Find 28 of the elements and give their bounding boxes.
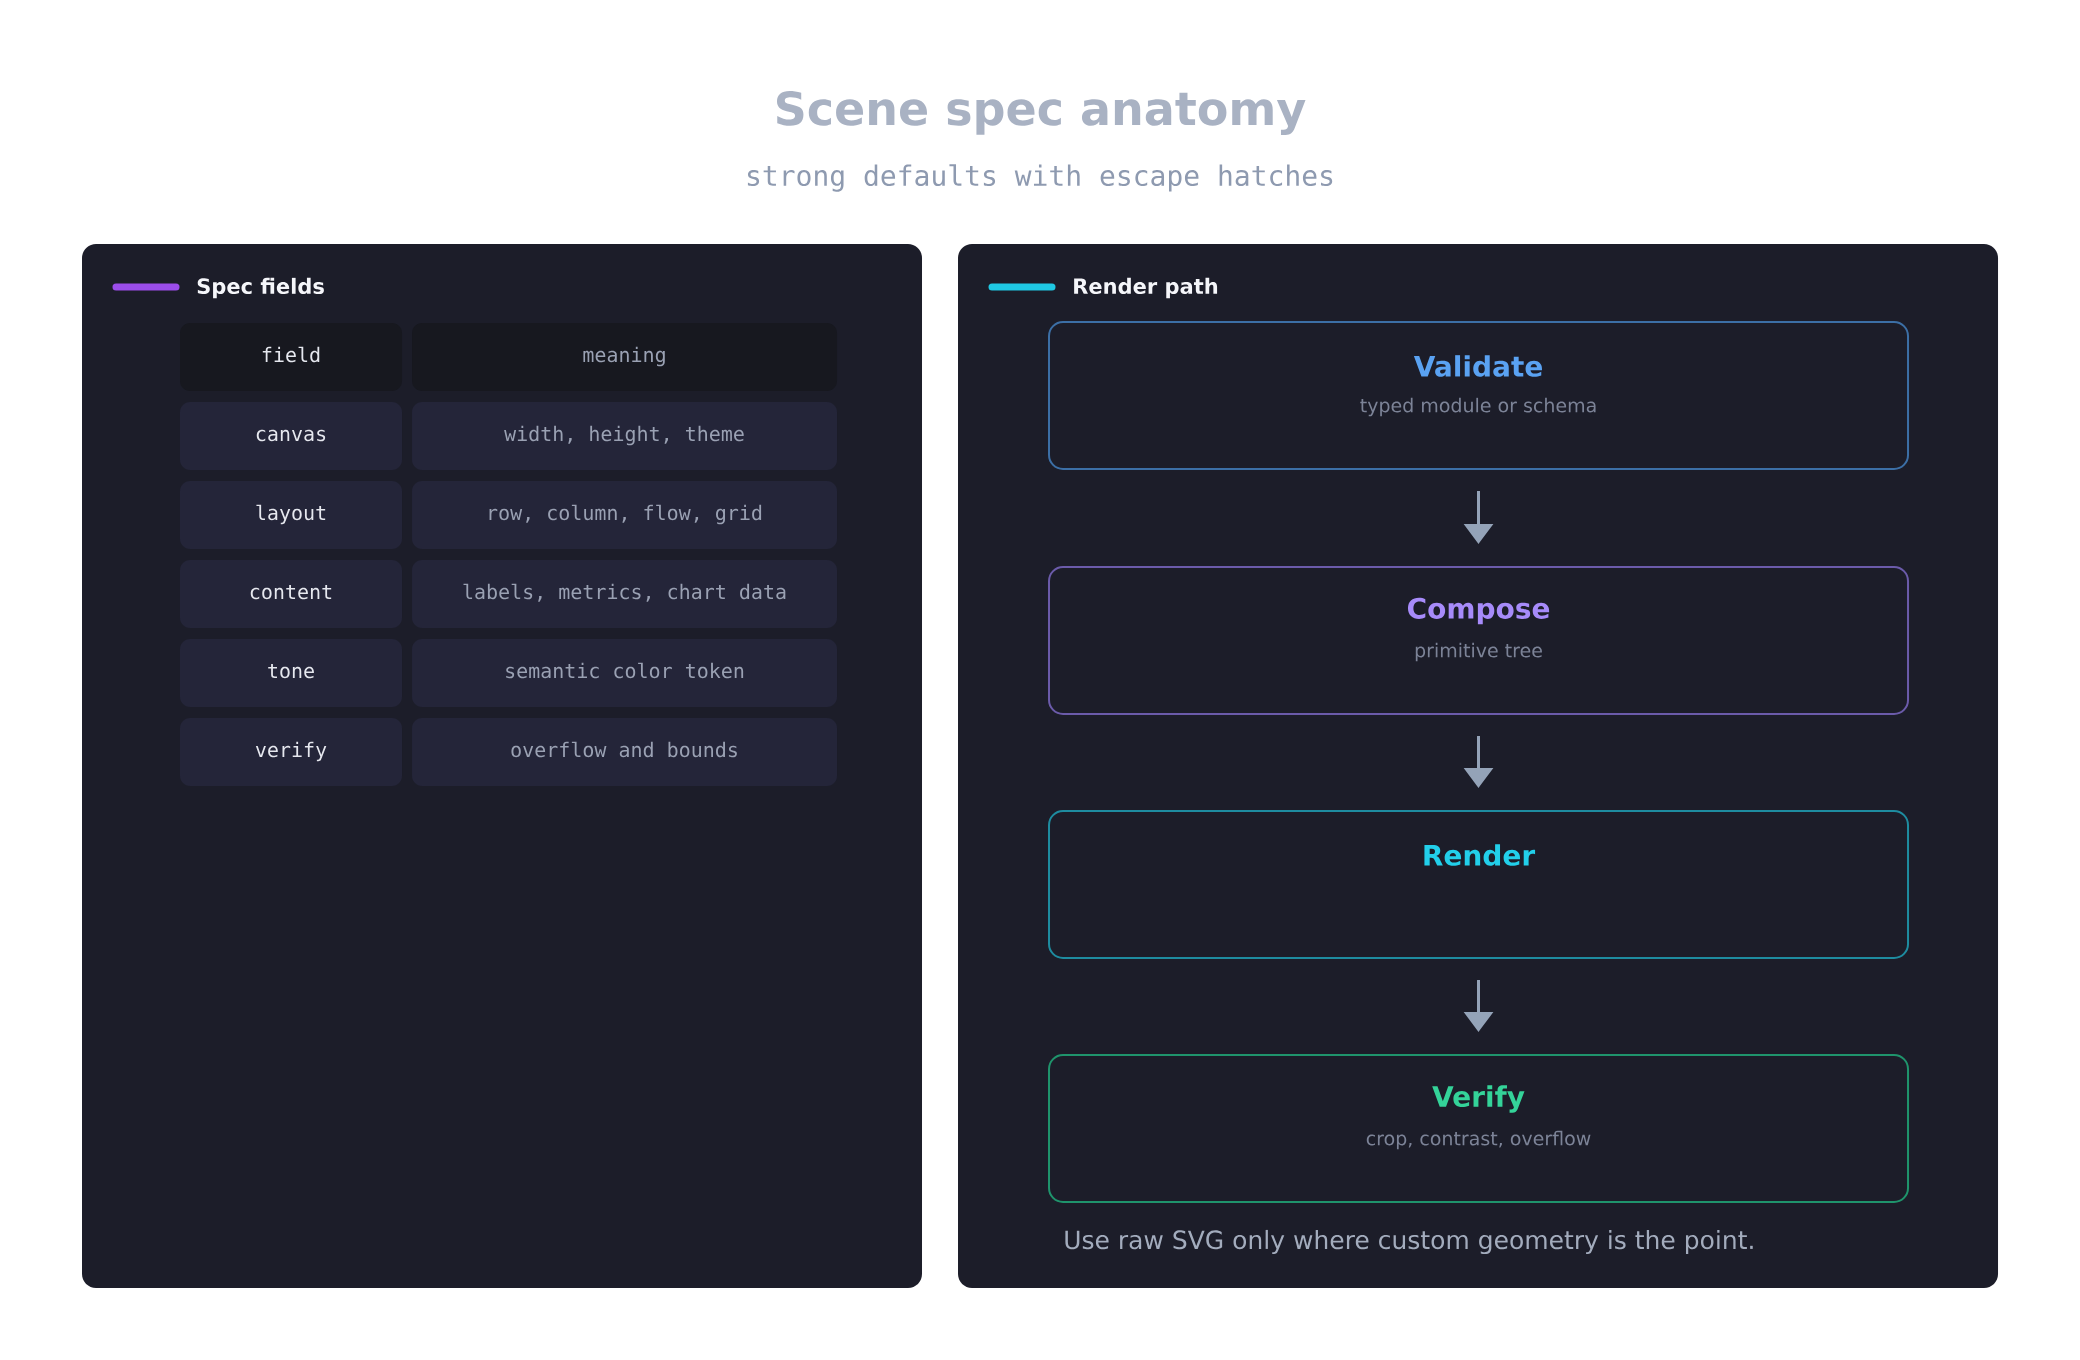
header-cell: meaning: [412, 323, 837, 391]
panel-heading: Render path: [1074, 277, 1218, 299]
step-subtitle: crop, contrast, overflow: [1366, 1130, 1591, 1150]
table-cell: labels, metrics, chart data: [412, 560, 837, 628]
step-box: [1048, 321, 1909, 470]
title: Scene spec anatomy: [777, 90, 1306, 136]
step-box: [1048, 810, 1909, 959]
table-cell: tone: [180, 639, 402, 707]
table-cell: layout: [180, 481, 402, 549]
step-title: Validate: [1413, 355, 1542, 377]
note: Use raw SVG only where custom geometry is the point.: [1065, 1229, 1753, 1255]
table-cell: width, height, theme: [412, 402, 837, 470]
step-title: Verify: [1432, 1085, 1525, 1113]
step-box: [1048, 566, 1909, 715]
table-cell: canvas: [180, 402, 402, 470]
table-cell: verify: [180, 718, 402, 786]
panel-heading: Spec fields: [197, 277, 324, 299]
step-title: Compose: [1407, 597, 1550, 625]
subtitle: strong defaults with escape hatches: [747, 164, 1333, 192]
header-cell: field: [180, 323, 402, 391]
table-cell: content: [180, 560, 402, 628]
table-cell: overflow and bounds: [412, 718, 837, 786]
table-cell: semantic color token: [412, 639, 837, 707]
step-box: [1048, 1054, 1909, 1203]
step-subtitle: primitive tree: [1415, 642, 1542, 662]
step-title: Render: [1424, 844, 1536, 866]
table-cell: row, column, flow, grid: [412, 481, 837, 549]
step-subtitle: typed module or schema: [1360, 397, 1596, 417]
